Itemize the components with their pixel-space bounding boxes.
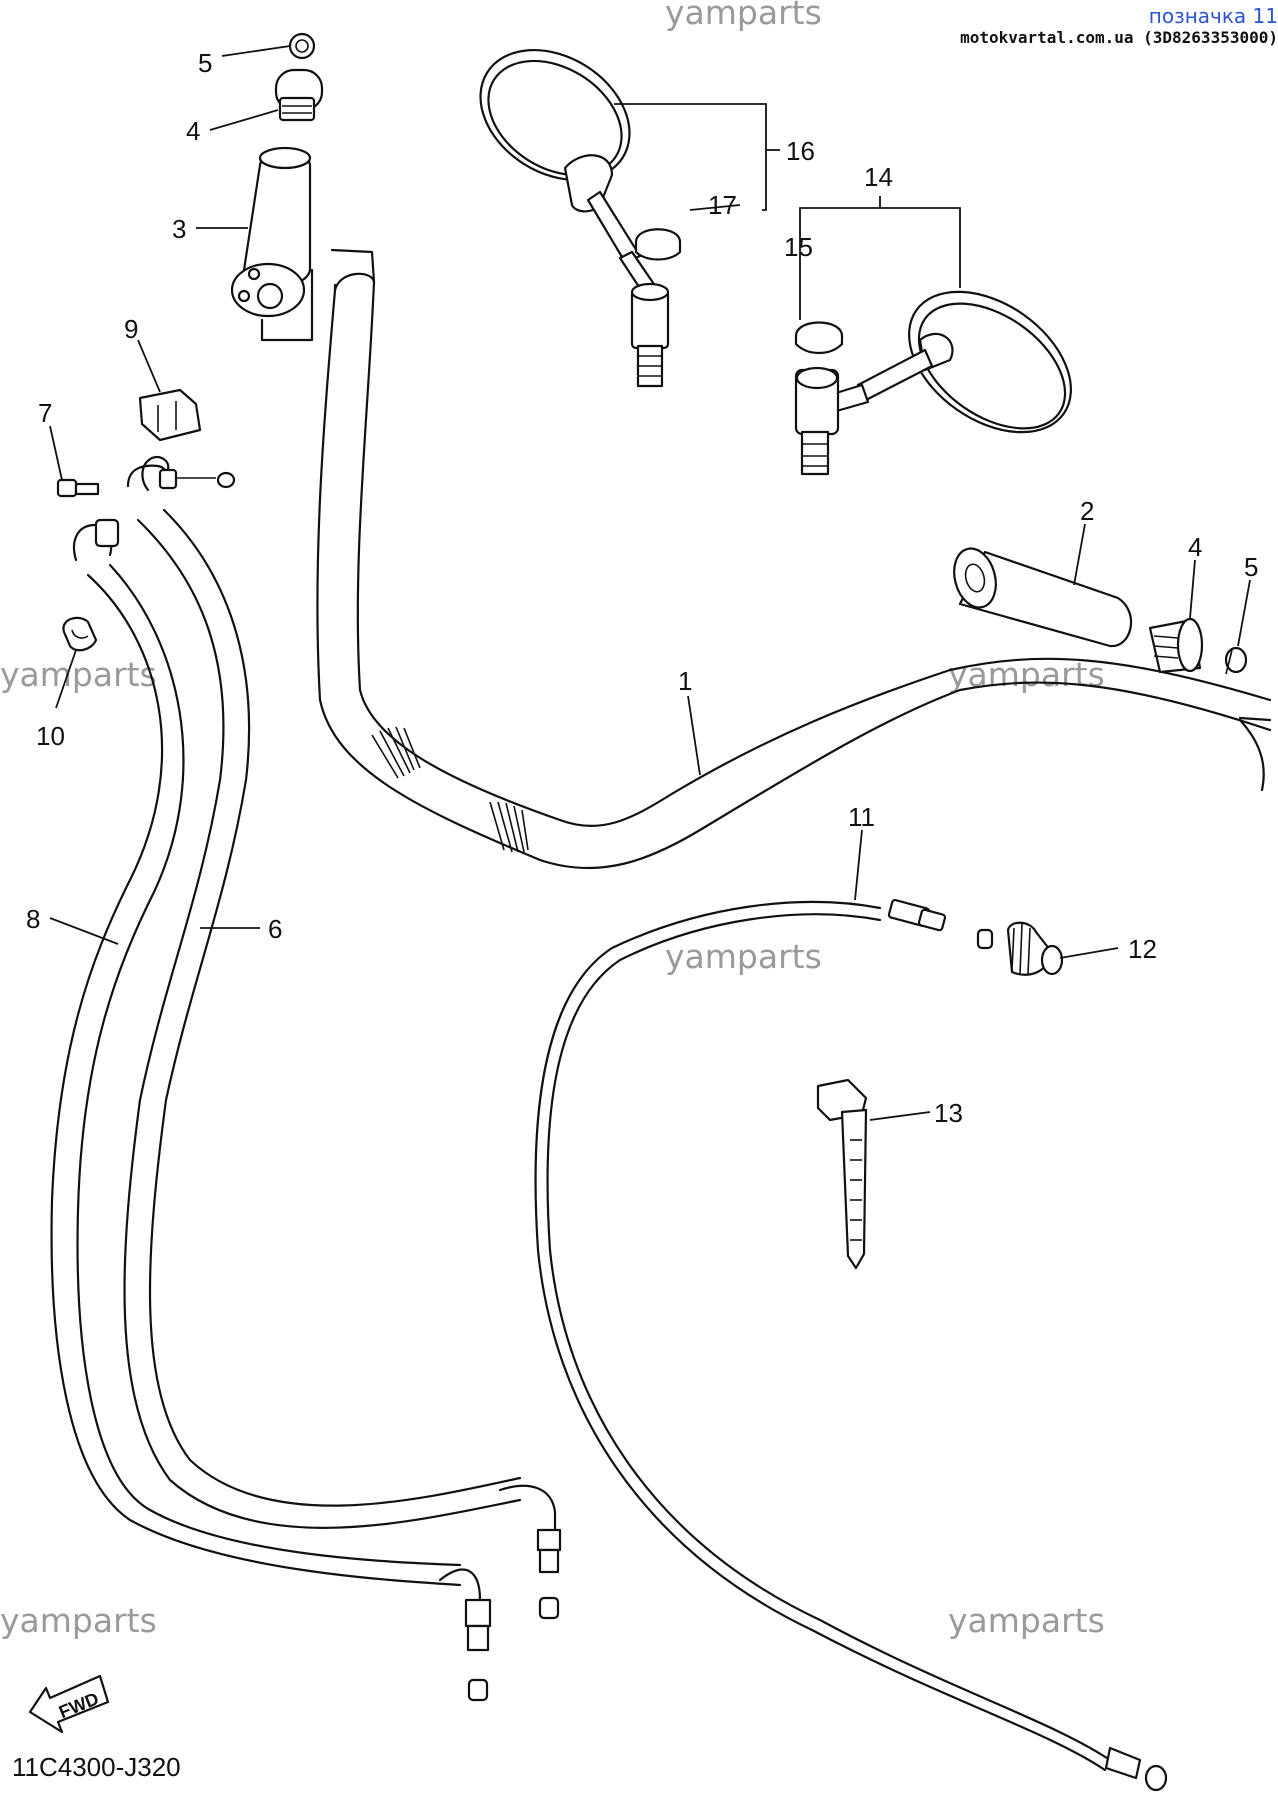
watermark: yamparts [665,0,822,32]
fwd-arrow-icon: FWD [28,1674,110,1734]
clutch-cable-part [123,456,562,1620]
left-end-plug-part [274,68,324,122]
callout-14: 14 [864,162,893,192]
throttle-cable-part [534,898,1168,1792]
callout-5-right: 5 [1244,552,1258,582]
watermark: yamparts [665,937,822,976]
header-site-text: motokvartal.com.ua (3D8263353000) [960,28,1278,47]
clip-part [62,616,98,652]
callout-9: 9 [124,314,138,344]
diagram-code: 11C4300-J320 [12,1752,181,1782]
callout-5-left: 5 [198,48,212,78]
right-end-plug-part [1148,617,1204,674]
left-mirror-cap-part [634,228,682,261]
watermark: yamparts [0,655,157,694]
callout-6: 6 [268,914,282,944]
right-mirror-part [794,290,1072,476]
leader-lines [49,45,1251,1121]
callout-3: 3 [172,214,186,244]
callout-1: 1 [678,666,692,696]
left-mirror-part [479,48,670,388]
left-grip-part [230,146,376,342]
callout-12: 12 [1128,934,1157,964]
callout-7: 7 [38,398,52,428]
callout-11: 11 [848,802,875,832]
watermark: yamparts [0,1601,157,1640]
right-grip-part [953,547,1133,648]
cable-tie-part [816,1078,868,1270]
banjo-bolt-part [56,464,236,498]
right-mirror-cap-part [794,321,844,355]
callout-2: 2 [1080,496,1094,526]
callout-10: 10 [36,721,65,751]
callout-17: 17 [708,190,737,220]
clamp-part [138,388,202,442]
handlebar-part [316,272,1272,870]
watermark: yamparts [948,1601,1105,1640]
callout-16: 16 [786,136,815,166]
callout-8: 8 [26,904,40,934]
callout-13: 13 [934,1098,963,1128]
callout-15: 15 [784,232,813,262]
callout-4-right: 4 [1188,532,1202,562]
callout-4-left: 4 [186,116,200,146]
right-nut-part [1224,646,1248,675]
cable-holder-part [976,921,1064,976]
brake-hose-part [50,518,492,1702]
header-link[interactable]: позначка 11 [1148,4,1278,28]
left-nut-part [288,32,316,60]
